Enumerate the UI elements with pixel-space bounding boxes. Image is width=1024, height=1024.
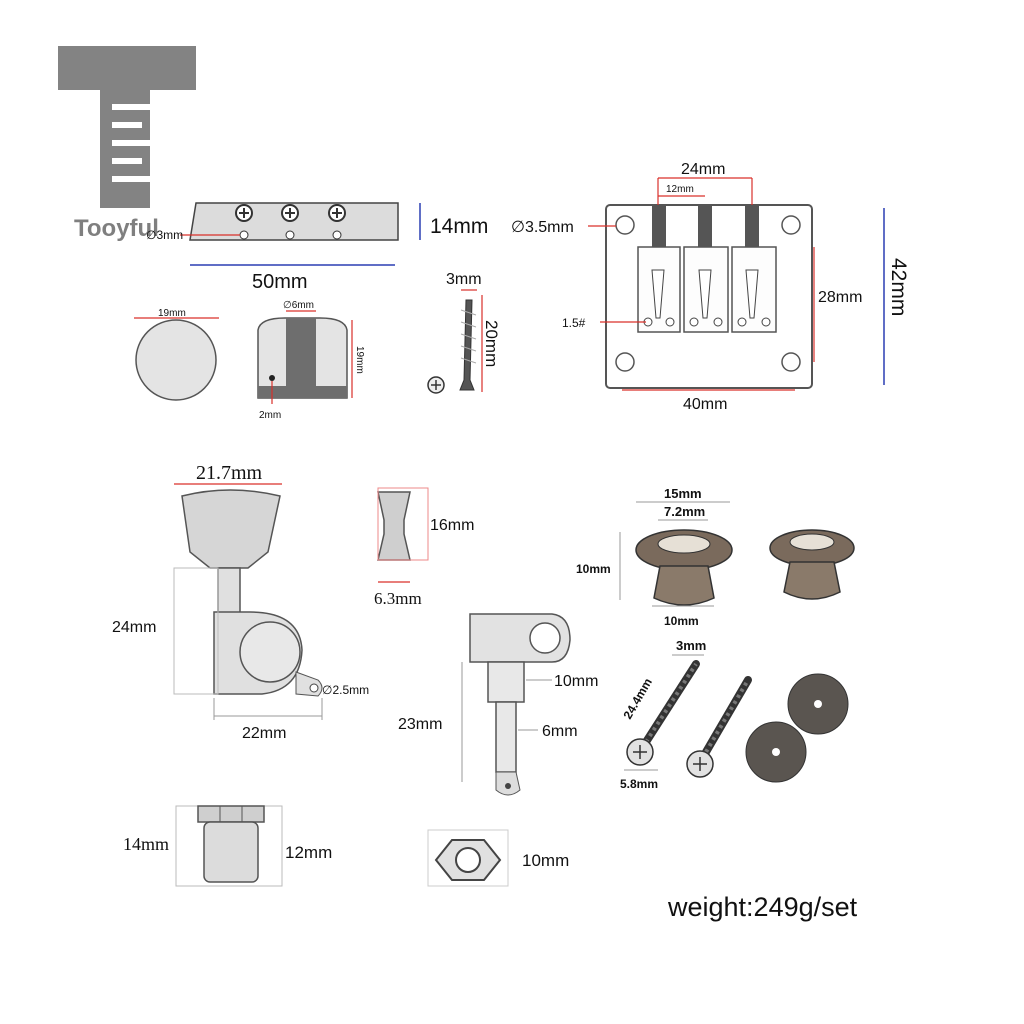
post-total-label: 23mm xyxy=(398,716,442,733)
strap-button-diagram: 15mm 7.2mm 10mm 10mm xyxy=(576,486,855,628)
nut-hole-label: ∅3mm xyxy=(146,228,183,242)
nut-screw-width-label: 3mm xyxy=(446,271,482,288)
knob-hole-label: ∅6mm xyxy=(283,300,314,311)
strap-screw-washer-label: 5.8mm xyxy=(620,777,658,791)
strap-button-height-label: 10mm xyxy=(576,562,611,576)
screw-head-icon xyxy=(427,376,445,394)
felt-washer-icon xyxy=(787,673,849,735)
tuner-button-width-label: 21.7mm xyxy=(196,462,263,484)
hex-nut-size-label: 10mm xyxy=(522,851,569,870)
strap-button-inner-label: 7.2mm xyxy=(664,504,705,519)
brand-logo: Tooyful xyxy=(58,46,196,242)
weight-text: weight:249g/set xyxy=(668,892,858,922)
bridge-height-label: 42mm xyxy=(887,258,910,316)
knob-diameter-label: 19mm xyxy=(158,308,186,319)
nut-diagram: ∅3mm 14mm 50mm xyxy=(146,202,488,293)
tuner-width-label: 22mm xyxy=(242,725,286,742)
tuner-screw-hole-label: ∅2.5mm xyxy=(322,683,369,697)
bushing-width-label: 12mm xyxy=(285,843,332,862)
strap-screw-length-label: 24.4mm xyxy=(620,676,654,722)
knob-diagram: 19mm ∅6mm 19mm 2mm xyxy=(134,300,365,421)
bridge-wrench-label: 1.5# xyxy=(562,316,586,330)
hex-nut-diagram: 10mm xyxy=(427,829,569,887)
nut-screw-length-label: 20mm xyxy=(482,320,501,367)
tuner-diagram: 21.7mm 24mm 22mm ∅2.5mm xyxy=(112,462,369,742)
post-diagram: 23mm 10mm 6mm xyxy=(398,613,598,796)
bridge-mount-width-label: 40mm xyxy=(683,396,727,413)
bridge-diagram: 24mm 12mm ∅3.5mm 1.5# 42mm 28mm 40mm xyxy=(511,161,910,413)
strap-screw-head-label: 3mm xyxy=(676,638,706,653)
nut-width-label: 50mm xyxy=(252,271,308,293)
strap-button-base-label: 10mm xyxy=(664,614,699,628)
bushing-height-label: 14mm xyxy=(123,834,169,854)
button-height-label: 16mm xyxy=(430,517,474,534)
post-upper-label: 10mm xyxy=(554,673,598,690)
nut-screw-diagram: 3mm 20mm xyxy=(427,271,501,394)
knob-setscrew-label: 2mm xyxy=(259,410,281,421)
brand-logo-text: Tooyful xyxy=(74,215,159,242)
bushing-diagram: 14mm 12mm xyxy=(123,805,332,887)
strap-screw-diagram: 3mm 24.4mm 5.8mm xyxy=(620,638,849,791)
screw-icon xyxy=(281,204,299,222)
bridge-hole-label: ∅3.5mm xyxy=(511,219,574,236)
post-shaft-label: 6mm xyxy=(542,723,578,740)
tuner-height-label: 24mm xyxy=(112,619,156,636)
strap-button-top-label: 15mm xyxy=(664,486,702,501)
bridge-spacing-outer-label: 24mm xyxy=(681,161,725,178)
bridge-spacing-inner-label: 12mm xyxy=(666,184,694,195)
button-diagram: 16mm 6.3mm xyxy=(374,487,474,608)
felt-washer-icon xyxy=(745,721,807,783)
bridge-inner-height-label: 28mm xyxy=(818,289,862,306)
screw-icon xyxy=(235,204,253,222)
knob-height-label: 19mm xyxy=(354,346,365,374)
screw-icon xyxy=(328,204,346,222)
button-width-label: 6.3mm xyxy=(374,589,422,608)
nut-height-label: 14mm xyxy=(430,215,488,238)
